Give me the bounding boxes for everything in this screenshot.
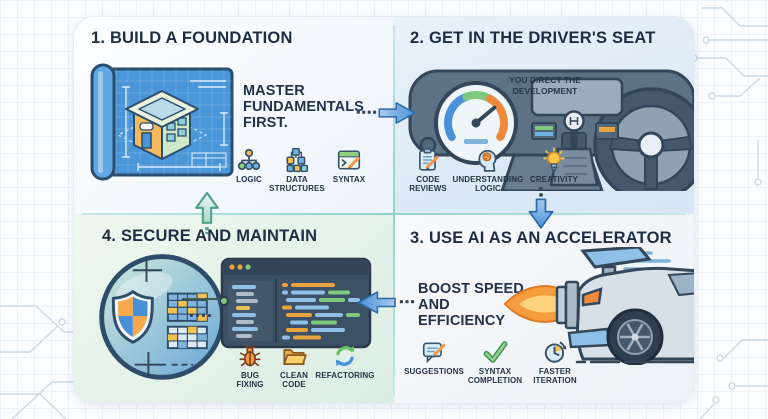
connector-line: [182, 298, 222, 300]
item-label: LOGIC: [236, 175, 262, 184]
list-item: BUG FIXING: [228, 343, 272, 389]
head-brain-icon: [478, 150, 497, 172]
bug-icon: [239, 344, 261, 367]
quadrant2-title: 2. GET IN THE DRIVER'S SEAT: [410, 29, 656, 47]
arrow-step2-to-step3: [528, 186, 554, 229]
foundation-tagline: MASTER FUNDAMENTALS FIRST.: [243, 83, 364, 132]
clipboard-pencil-icon: [419, 148, 439, 171]
dotted-connector: [190, 314, 211, 317]
sports-car-illustration: [503, 247, 694, 365]
list-item: REFACTORING: [315, 343, 375, 380]
syntax-editor-icon: [337, 150, 361, 170]
item-label: SYNTAX COMPLETION: [467, 367, 523, 386]
list-item: SYNTAX: [325, 147, 373, 184]
lightbulb-icon: [543, 147, 565, 171]
checkmark-icon: [483, 341, 508, 363]
clock-arrow-icon: [544, 341, 567, 363]
quadrant-secure-maintain: 4. SECURE AND MAINTAIN: [74, 214, 394, 403]
item-label: FASTER ITERATION: [533, 367, 577, 386]
item-label: REFACTORING: [315, 371, 375, 380]
folder-icon: [283, 349, 307, 365]
item-label: DATA STRUCTURES: [269, 175, 325, 194]
quadrant-build-foundation: 1. BUILD A FOUNDATION: [74, 17, 394, 214]
refactor-cycle-icon: [335, 345, 355, 367]
list-item: UNDERSTANDING LOGIC: [452, 147, 524, 193]
foundation-skill-list: LOGIC DATA STRUCTURES: [229, 147, 373, 193]
horizontal-divider: [82, 213, 686, 215]
quadrant3-title: 3. USE AI AS AN ACCELERATOR: [410, 229, 672, 247]
arrow-step4-to-step1: [195, 191, 219, 235]
list-item: CREATIVITY: [526, 147, 582, 184]
drivers-seat-skill-list: CODE REVIEWS UNDERSTANDING LOGIC: [406, 147, 582, 193]
item-label: CODE REVIEWS: [409, 175, 447, 194]
item-label: SUGGESTIONS: [404, 367, 464, 376]
list-item: CLEAN CODE: [274, 343, 314, 389]
dashboard-illustration: [408, 69, 694, 191]
list-item: LOGIC: [229, 147, 269, 184]
vertical-divider: [393, 25, 395, 397]
quadrant-ai-accelerator: 3. USE AI AS AN ACCELERATOR BOOST SPEED …: [394, 214, 694, 403]
list-item: DATA STRUCTURES: [269, 147, 325, 193]
quadrant4-title: 4. SECURE AND MAINTAIN: [102, 227, 318, 245]
item-label: BUG FIXING: [236, 371, 264, 390]
quadrant1-title: 1. BUILD A FOUNDATION: [91, 29, 293, 47]
arrow-step1-to-step2: [356, 102, 416, 124]
list-item: CODE REVIEWS: [406, 147, 450, 193]
secure-skill-list: BUG FIXING CLEAN CODE: [228, 343, 374, 389]
list-item: SUGGESTIONS: [404, 339, 464, 376]
accelerator-tagline: BOOST SPEED AND EFFICIENCY: [418, 281, 524, 330]
dashboard-display-text: YOU DIRECT THE DEVELOPMENT: [509, 75, 581, 96]
logic-tree-icon: [237, 148, 261, 171]
list-item: FASTER ITERATION: [526, 339, 584, 385]
infographic-panel: 1. BUILD A FOUNDATION: [73, 16, 695, 404]
magnifier-shield-illustration: [99, 254, 225, 380]
data-structures-icon: [286, 147, 309, 173]
item-label: UNDERSTANDING LOGIC: [452, 175, 524, 194]
quadrant-drivers-seat: 2. GET IN THE DRIVER'S SEAT: [394, 17, 694, 214]
item-label: CREATIVITY: [530, 175, 578, 184]
accelerator-skill-list: SUGGESTIONS SYNTAX COMPLETION: [404, 339, 584, 385]
code-editor-illustration: [220, 257, 372, 349]
item-label: SYNTAX: [332, 175, 366, 184]
list-item: SYNTAX COMPLETION: [464, 339, 526, 385]
item-label: CLEAN CODE: [279, 371, 309, 390]
blueprint-illustration: [90, 63, 234, 181]
speech-bubble-pencil-icon: [422, 342, 446, 364]
arrow-step3-to-step4: [357, 291, 415, 314]
